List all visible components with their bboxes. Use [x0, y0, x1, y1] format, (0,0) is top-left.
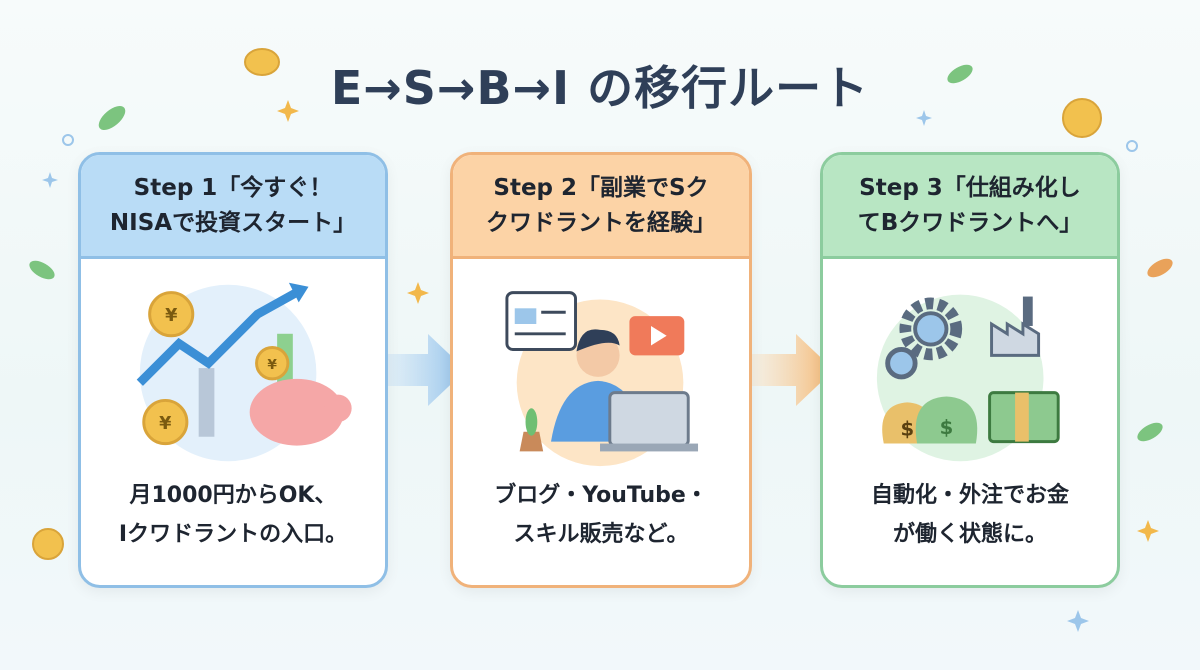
step-1-title-line2: NISAで投資スタート」: [109, 209, 357, 236]
step-3-description: 自動化・外注でお金が働く状態に。: [823, 477, 1117, 554]
step-2-header: Step 2「副業でSククワドラントを経験」: [453, 155, 749, 259]
step-3-title-line2: てBクワドラントへ」: [857, 209, 1083, 236]
leaf-icon: [29, 260, 55, 280]
desc-line: Iクワドラントの入口。: [118, 521, 348, 547]
money-bag-icon: $: [900, 418, 914, 441]
step-2-title-line1: Step 2「副業でSク: [493, 175, 709, 201]
step-1-header: Step 1「今すぐ！ NISAで投資スタート」: [81, 155, 385, 259]
step-1-card: Step 1「今すぐ！ NISAで投資スタート」 ¥ ¥ ¥ 月1000円からOK…: [78, 152, 388, 588]
leaf-icon: [98, 106, 126, 130]
leaf-icon: [1137, 422, 1163, 442]
step-1-description: 月1000円からOK、 Iクワドラントの入口。: [81, 477, 385, 554]
arrow-right-icon: [376, 334, 466, 406]
side-business-icon: [505, 291, 699, 467]
coin-icon: [1062, 98, 1102, 138]
sparkle-icon: [42, 110, 1089, 632]
step-2-title-line2: クワドラントを経験」: [486, 209, 716, 236]
gear-icon: [885, 297, 963, 380]
coin-icon: [32, 528, 64, 560]
coin-icon: [244, 48, 280, 76]
cash-stack-icon: [988, 391, 1060, 444]
step-1-title-line1: Step 1「今すぐ！: [133, 175, 333, 201]
desc-line: 月1000円からOK、: [129, 483, 337, 508]
circle-decoration: [1126, 140, 1138, 152]
leaf-icon: [947, 64, 973, 84]
money-bag-icon: $: [940, 416, 954, 439]
desc-line: 自動化・外注でお金: [870, 483, 1069, 508]
desc-line: スキル販売など。: [513, 521, 689, 547]
yen-coin-icon: ¥: [267, 357, 277, 373]
factory-icon: [990, 296, 1041, 357]
yen-coin-icon: ¥: [165, 306, 178, 326]
circle-decoration: [62, 134, 74, 146]
step-2-description: ブログ・YouTube・スキル販売など。: [453, 477, 749, 554]
step-3-title-line1: Step 3「仕組み化し: [859, 175, 1081, 201]
yen-coin-icon: ¥: [159, 414, 172, 434]
leaf-icon: [1147, 258, 1173, 278]
step-3-header: Step 3「仕組み化してBクワドラントへ」: [823, 155, 1117, 259]
sparkle-icon: [277, 100, 1159, 542]
automation-system-icon: $ $: [876, 294, 1060, 462]
investment-growth-icon: ¥ ¥ ¥: [136, 282, 352, 462]
arrow-right-icon: [744, 334, 834, 406]
page-title: E→S→B→I の移行ルート: [330, 61, 870, 115]
step-3-card: Step 3「仕組み化してBクワドラントへ」 $ $ 自動化・外注でお金が働く状…: [820, 152, 1120, 588]
desc-line: が働く状態に。: [892, 521, 1047, 547]
desc-line: ブログ・YouTube・: [494, 483, 708, 508]
step-2-card: Step 2「副業でSククワドラントを経験」 ブログ・YouTube・スキル販売…: [450, 152, 752, 588]
